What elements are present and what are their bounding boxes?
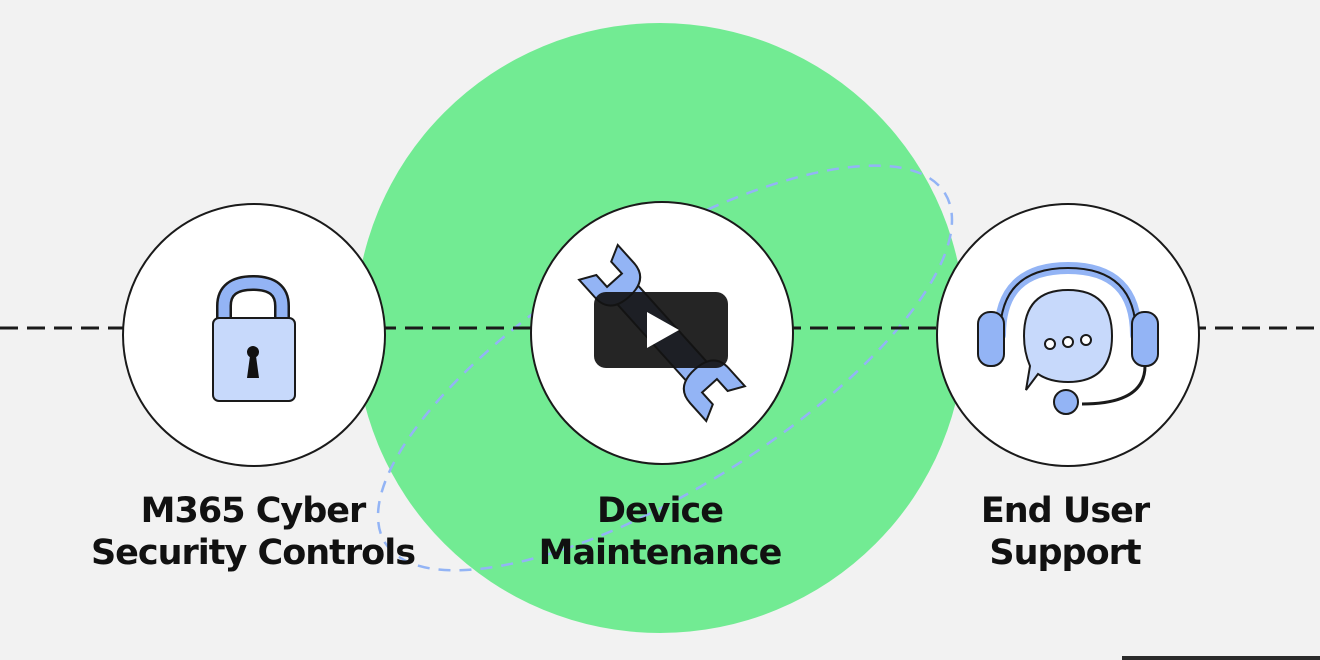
service-label-line2: Maintenance [538,533,783,573]
service-label-line1: M365 Cyber [140,491,367,531]
service-label-line1: Device [596,491,724,531]
play-button[interactable] [594,292,728,368]
service-label-device-maintenance: Device Maintenance [455,490,865,574]
headset-chat-icon [977,261,1159,415]
service-label-line2: Support [989,533,1141,573]
service-label-line2: Security Controls [90,533,416,573]
service-label-end-user-support: End User Support [915,490,1215,574]
service-label-line1: End User [980,491,1150,531]
padlock-icon [212,274,296,402]
play-icon [647,312,679,348]
progress-bar-fragment [1122,656,1320,660]
service-label-cyber-security: M365 Cyber Security Controls [48,490,458,574]
